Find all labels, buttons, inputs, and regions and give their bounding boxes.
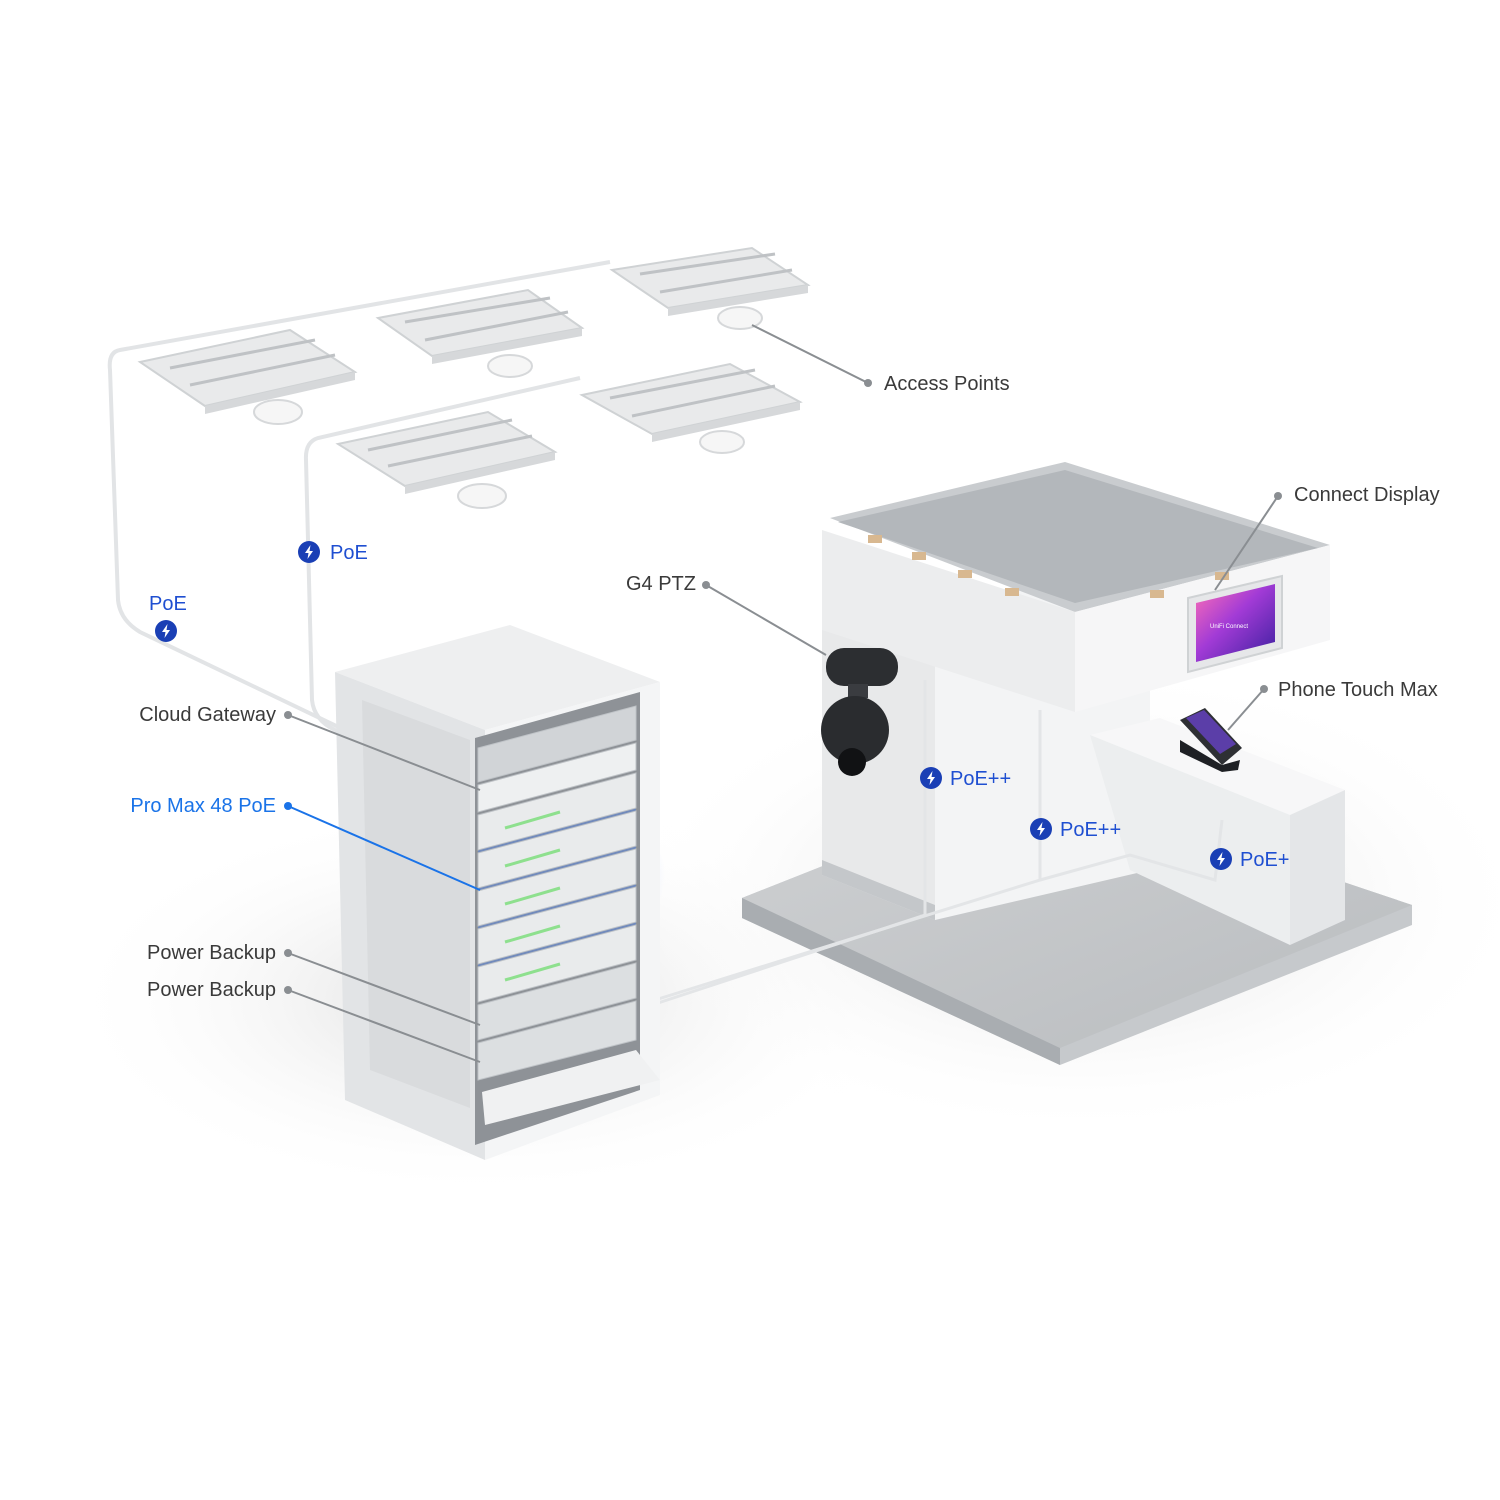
rack-cabinet xyxy=(335,625,660,1160)
label-g4-ptz: G4 PTZ xyxy=(625,573,696,595)
access-point-device xyxy=(253,399,303,425)
phone-touch-max-device xyxy=(1180,708,1242,772)
ceiling-tile xyxy=(579,362,803,442)
access-point-device xyxy=(457,483,507,509)
label-connect-display: Connect Display xyxy=(1294,484,1440,506)
screen-brand-text: UniFi Connect xyxy=(1210,624,1248,630)
label-cloud-gateway: Cloud Gateway xyxy=(139,704,276,726)
label-pro-max-48-poe: Pro Max 48 PoE xyxy=(130,795,276,817)
pro-max-leader-line xyxy=(287,805,481,891)
ceiling-tile xyxy=(609,246,811,316)
poe-tag-phone: PoE+ xyxy=(1240,849,1290,871)
pro-max-leader-dot xyxy=(284,802,292,810)
poe-bolt-icon xyxy=(1030,818,1052,840)
poe-tag-ap-left: PoE xyxy=(149,593,187,615)
leader-lines xyxy=(287,324,1279,1063)
access-point-device xyxy=(717,306,763,330)
label-phone-touch-max: Phone Touch Max xyxy=(1278,679,1438,701)
label-power-backup: Power Backup xyxy=(147,942,276,964)
connect-display-device: UniFi Connect xyxy=(1187,574,1283,674)
label-access-points: Access Points xyxy=(884,373,1010,395)
ceiling-tile xyxy=(375,288,585,364)
cloud-gateway-unit xyxy=(477,742,637,813)
access-point-device xyxy=(699,430,745,454)
poe-tag-ap-mid: PoE xyxy=(330,542,368,564)
access-point-device xyxy=(487,354,533,378)
g4-ptz-camera xyxy=(821,648,898,776)
ap-cables xyxy=(107,260,611,797)
poe-tag-display: PoE++ xyxy=(1060,819,1122,841)
poe-bolt-icon xyxy=(298,541,320,563)
ceiling-tile xyxy=(137,328,358,414)
poe-bolt-icon xyxy=(155,620,177,642)
poe-bolt-icon xyxy=(920,767,942,789)
label-power-backup: Power Backup xyxy=(147,979,276,1001)
poe-tag-camera: PoE++ xyxy=(950,768,1012,790)
ceiling-tile xyxy=(335,410,558,494)
leader-dots xyxy=(284,379,1282,994)
poe-bolt-icon xyxy=(1210,848,1232,870)
